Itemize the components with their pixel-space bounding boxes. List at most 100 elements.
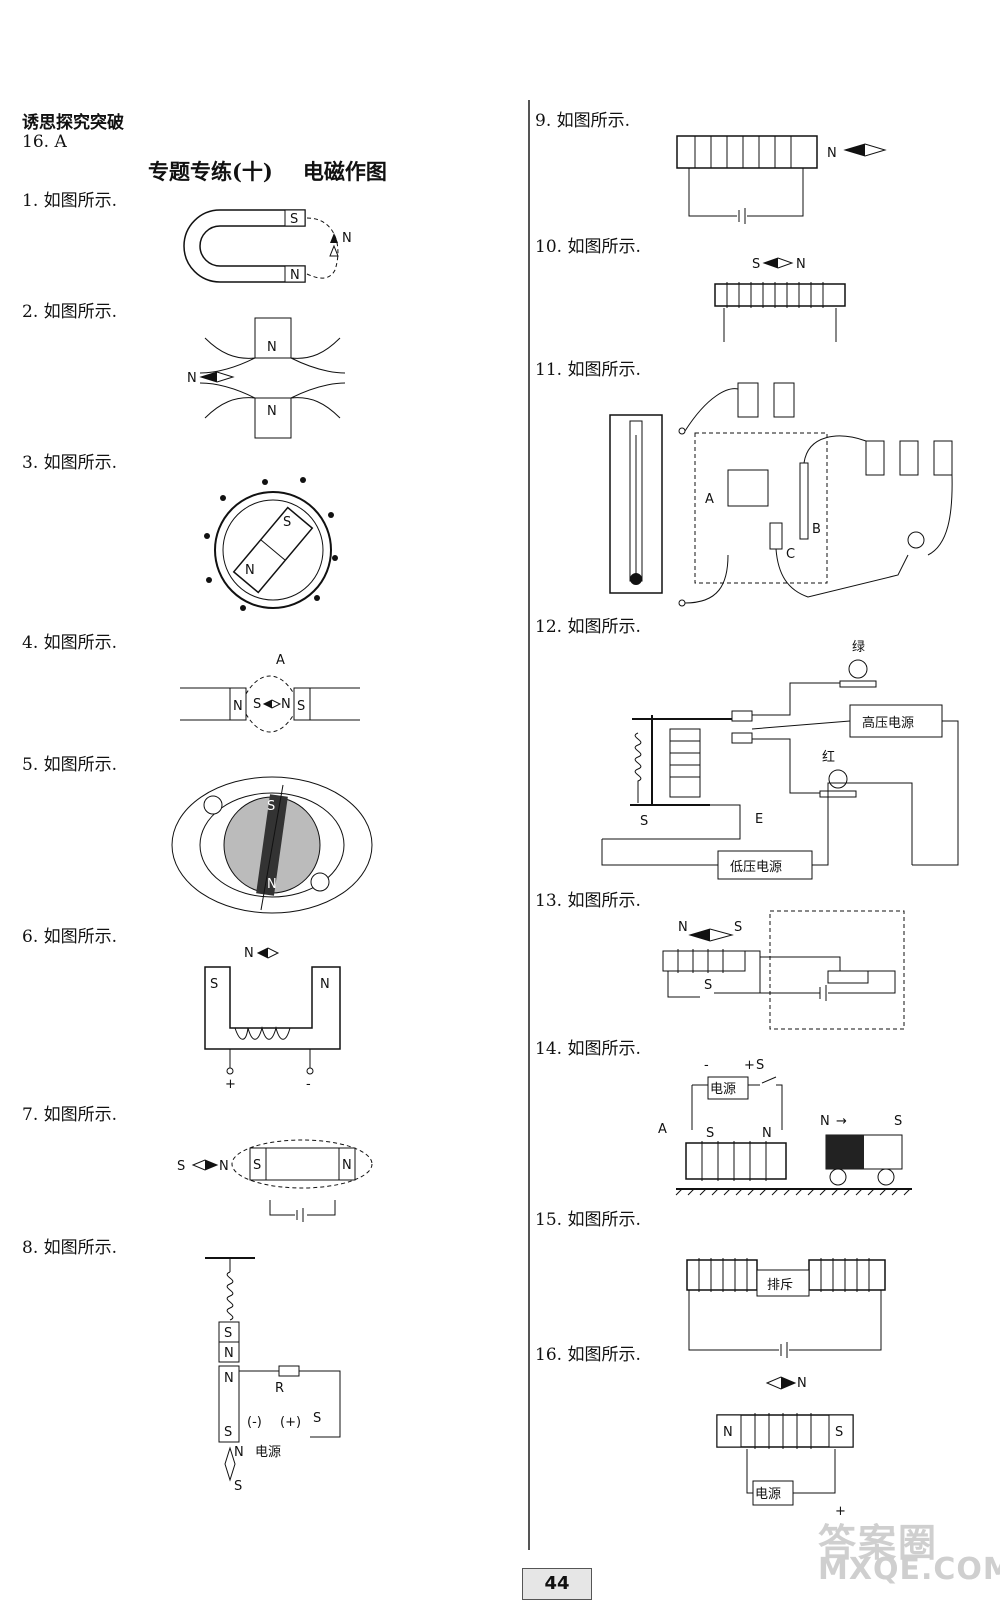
answer-16: 16. A — [22, 132, 67, 152]
section-heading: 诱思探究突破 — [22, 113, 124, 133]
item-label-11: 11. 如图所示. — [535, 360, 641, 380]
svg-text:N: N — [342, 1158, 352, 1173]
svg-text:S: S — [210, 977, 218, 992]
item-label-16: 16. 如图所示. — [535, 1345, 641, 1365]
figure-11: A B C — [609, 382, 953, 607]
item-label-10: 10. 如图所示. — [535, 237, 641, 257]
svg-text:电源: 电源 — [255, 1445, 281, 1460]
svg-text:B: B — [812, 522, 821, 537]
svg-text:N: N — [827, 146, 837, 161]
svg-text:N: N — [245, 563, 255, 578]
svg-text:N: N — [224, 1346, 234, 1361]
figure-10: S N — [714, 257, 846, 342]
svg-text:低压电源: 低压电源 — [730, 860, 782, 875]
svg-text:S: S — [734, 920, 742, 935]
svg-text:S: S — [756, 1058, 764, 1073]
figure-2: N N N — [187, 317, 346, 439]
item-label-2: 2. 如图所示. — [22, 302, 118, 322]
item-label-13: 13. 如图所示. — [535, 891, 641, 911]
svg-text:S: S — [234, 1479, 242, 1494]
column-divider — [528, 100, 530, 1550]
svg-text:N: N — [233, 699, 243, 714]
svg-text:N: N — [820, 1114, 830, 1129]
item-label-8: 8. 如图所示. — [22, 1238, 118, 1258]
svg-text:高压电源: 高压电源 — [862, 715, 914, 731]
svg-text:S: S — [752, 257, 760, 272]
svg-text:S: S — [224, 1326, 232, 1341]
svg-text:S: S — [835, 1425, 843, 1440]
fig1-s-label: S — [290, 212, 298, 227]
page-title: 专题专练(十)电磁作图 — [148, 159, 387, 184]
item-label-1: 1. 如图所示. — [22, 191, 118, 211]
svg-text:S: S — [283, 515, 291, 530]
item-label-15: 15. 如图所示. — [535, 1210, 641, 1230]
svg-text:N: N — [320, 977, 330, 992]
svg-text:电源: 电源 — [710, 1082, 736, 1097]
svg-text:S: S — [253, 697, 261, 712]
svg-text:N: N — [796, 257, 806, 272]
svg-text:N: N — [678, 920, 688, 935]
svg-text:(+): (+) — [280, 1415, 301, 1430]
figure-16: N N S 电源 + — [716, 1376, 854, 1519]
svg-text:N: N — [342, 231, 352, 246]
svg-text:N: N — [281, 697, 291, 712]
svg-text:S: S — [313, 1411, 321, 1426]
svg-text:N: N — [723, 1425, 733, 1440]
svg-text:+: + — [744, 1058, 755, 1073]
figure-1: S N N — [183, 209, 352, 283]
figure-9: N — [676, 135, 887, 224]
item-label-14: 14. 如图所示. — [535, 1039, 641, 1059]
svg-text:N: N — [267, 404, 277, 419]
watermark-cn: 答案圈 — [818, 1521, 939, 1565]
svg-text:N: N — [267, 340, 277, 355]
svg-text:(-): (-) — [247, 1415, 262, 1430]
svg-text:红: 红 — [822, 749, 835, 765]
svg-text:-: - — [306, 1077, 311, 1092]
figure-5: S N — [171, 776, 373, 914]
svg-text:→: → — [836, 1114, 847, 1129]
svg-text:R: R — [275, 1381, 284, 1396]
svg-text:C: C — [786, 547, 795, 562]
svg-text:绿: 绿 — [852, 640, 865, 655]
item-label-3: 3. 如图所示. — [22, 453, 118, 473]
watermark-url: MXQE.COM — [818, 1552, 1000, 1587]
svg-text:S: S — [706, 1126, 714, 1141]
svg-text:E: E — [755, 812, 763, 827]
svg-text:A: A — [276, 653, 285, 668]
figure-6: N S N + - — [204, 946, 341, 1092]
figure-13: N S S — [662, 910, 905, 1030]
svg-text:A: A — [658, 1122, 667, 1137]
svg-text:S: S — [267, 799, 275, 814]
svg-text:S: S — [894, 1114, 902, 1129]
svg-text:N: N — [187, 371, 197, 386]
page-number: 44 — [522, 1568, 592, 1600]
item-label-7: 7. 如图所示. — [22, 1105, 118, 1125]
svg-text:N: N — [219, 1159, 229, 1174]
figure-4: A N S S N — [180, 653, 360, 733]
svg-text:S: S — [224, 1425, 232, 1440]
svg-text:排斥: 排斥 — [767, 1278, 793, 1293]
item-label-9: 9. 如图所示. — [535, 111, 631, 131]
figure-15: 排斥 — [686, 1258, 886, 1358]
item-label-4: 4. 如图所示. — [22, 633, 118, 653]
figure-3: S N — [204, 477, 338, 611]
svg-text:N: N — [762, 1126, 772, 1141]
fig1-n-label: N — [290, 268, 300, 283]
item-label-6: 6. 如图所示. — [22, 927, 118, 947]
svg-text:S: S — [253, 1158, 261, 1173]
svg-text:S: S — [640, 814, 648, 829]
svg-text:N: N — [224, 1371, 234, 1386]
svg-text:S: S — [704, 978, 712, 993]
svg-text:N: N — [244, 946, 254, 961]
svg-text:-: - — [704, 1058, 709, 1073]
svg-text:A: A — [705, 492, 714, 507]
figure-12: 绿 高压电源 红 E S 低压电源 — [601, 640, 959, 880]
svg-text:N: N — [267, 877, 277, 892]
item-label-5: 5. 如图所示. — [22, 755, 118, 775]
figure-14: - + S 电源 A S N N → S — [658, 1058, 912, 1196]
figure-8: S N N S R (-) (+) S 电源 N S — [205, 1257, 341, 1494]
figure-7: S N S N — [177, 1139, 373, 1222]
svg-text:N: N — [797, 1376, 807, 1391]
svg-text:+: + — [225, 1077, 236, 1092]
svg-text:S: S — [297, 699, 305, 714]
